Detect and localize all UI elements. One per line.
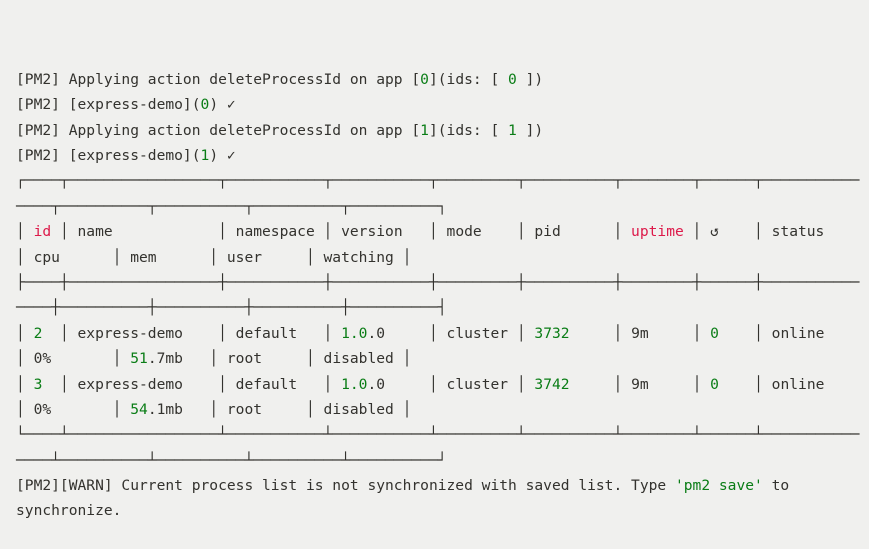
log-done-app-0: [PM2] [express-demo](0) ✓: [16, 92, 869, 117]
log-delete-app-0: [PM2] Applying action deleteProcessId on…: [16, 67, 869, 92]
table-top-border-a: ┌────┬─────────────────┬───────────┬────…: [16, 168, 869, 193]
warn-line-1: [PM2][WARN] Current process list is not …: [16, 473, 869, 498]
table-row-2-b: │ 0% │ 51.7mb │ root │ disabled │: [16, 346, 869, 371]
log-done-app-1: [PM2] [express-demo](1) ✓: [16, 143, 869, 168]
table-bottom-border-b: ────┴──────────┴──────────┴──────────┴──…: [16, 448, 869, 473]
table-top-border-b: ────┬──────────┬──────────┬──────────┬──…: [16, 194, 869, 219]
table-row-3-a: │ 3 │ express-demo │ default │ 1.0.0 │ c…: [16, 372, 869, 397]
table-header-b: │ cpu │ mem │ user │ watching │: [16, 245, 869, 270]
log-delete-app-1: [PM2] Applying action deleteProcessId on…: [16, 118, 869, 143]
warn-line-2: synchronize.: [16, 498, 869, 523]
terminal[interactable]: [PM2] Applying action deleteProcessId on…: [0, 0, 869, 491]
terminal-body: [PM2] Applying action deleteProcessId on…: [16, 67, 869, 524]
table-bottom-border-a: └────┴─────────────────┴───────────┴────…: [16, 422, 869, 447]
table-separator-a: ├────┼─────────────────┼───────────┼────…: [16, 270, 869, 295]
table-header-a: │ id │ name │ namespace │ version │ mode…: [16, 219, 869, 244]
table-separator-b: ────┼──────────┼──────────┼──────────┼──…: [16, 295, 869, 320]
table-row-2-a: │ 2 │ express-demo │ default │ 1.0.0 │ c…: [16, 321, 869, 346]
table-row-3-b: │ 0% │ 54.1mb │ root │ disabled │: [16, 397, 869, 422]
